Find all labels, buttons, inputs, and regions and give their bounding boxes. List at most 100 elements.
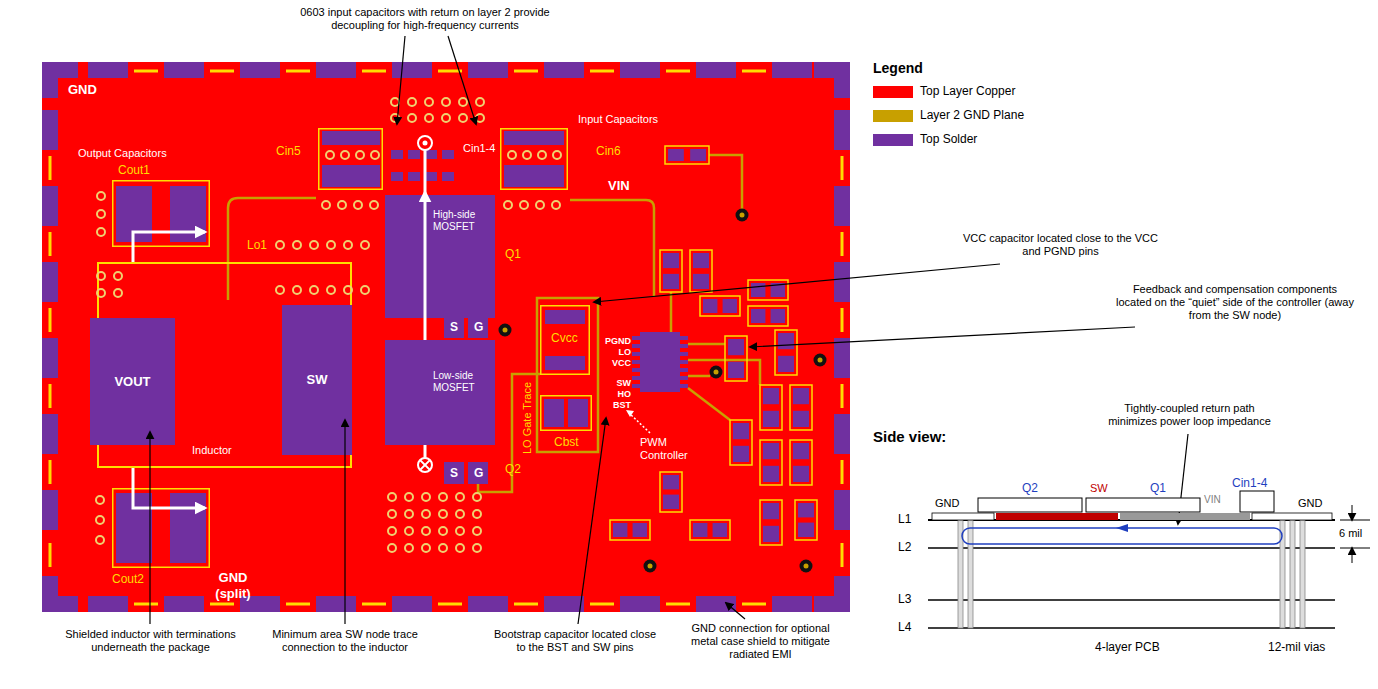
sw-copper [996,513,1118,520]
controller-pin [632,336,640,340]
pin-label: G [474,320,483,334]
via [293,241,301,249]
shield-pad [164,62,204,78]
solder-pad [763,443,779,459]
via [96,496,104,504]
via [538,151,546,159]
shield-pad [42,338,58,378]
current-in-symbol [418,458,432,472]
shield-outline [49,156,52,180]
shield-pad [42,262,58,302]
via [473,544,481,552]
component-bodies [90,129,591,568]
controller-pin [632,384,640,388]
leader-arrowhead [626,410,634,417]
large-via [644,560,657,573]
large-via-hole [818,358,823,363]
large-via [710,366,723,379]
large-via-hole [648,564,653,569]
annotations [133,36,1188,624]
solder-pad [663,495,679,509]
via [405,544,413,552]
component-footprint [790,440,812,485]
component-footprint [660,472,682,512]
solder-pad [504,131,564,145]
solder-pad [733,446,749,462]
shield-pad [696,62,736,78]
shield-pad [544,62,584,78]
shield-outline [514,70,538,73]
capacitor-0603-pad [408,150,420,159]
via [114,272,122,280]
inductor-outline: VOUTSWLo1Inductor [97,262,352,468]
controller-pin [680,368,688,372]
via [473,493,481,501]
reference-designator: Lo1 [247,238,267,252]
via [456,510,464,518]
dimension-arrow [1352,548,1353,563]
shield-outline [841,156,844,180]
pin-label: HO [601,389,631,400]
component-footprint [730,420,752,465]
component-footprint [665,146,709,164]
callout-note: GND connection for optional metal case s… [688,622,833,662]
component-footprint [748,280,788,300]
copper-pad-body [385,195,495,318]
part-label: Low-side MOSFET [433,370,491,394]
solder-pad [728,362,744,378]
caption-label: 4-layer PCB [1095,640,1160,654]
footprint-outline [501,129,568,190]
current-out-symbol [418,136,432,150]
shield-pad [834,490,850,530]
shield-pad [834,110,850,150]
callout-note: Minimum area SW node trace connection to… [265,628,425,654]
solder-pad [663,253,679,268]
footprint-outline [541,396,592,431]
pcb-layer-line [928,547,1335,549]
solder-pad [733,423,749,439]
part-label: Q2 [1022,481,1038,495]
via [405,510,413,518]
component-footprint [725,336,747,381]
solder-pad [568,399,588,427]
shield-pad [834,414,850,454]
shield-outline [210,603,234,606]
via [276,286,284,294]
via [508,151,516,159]
solder-pad [751,283,765,297]
legend-text: Layer 2 GND Plane [920,108,1024,122]
solder-pad [504,165,564,187]
leader-line [726,603,745,619]
solder-pad [793,411,809,427]
mosfet-package [978,498,1082,512]
pcb-layer-line [928,599,1335,601]
shield-corner-pad [834,62,850,98]
via [310,241,318,249]
shield-pad [42,186,58,226]
solder-pad [545,310,585,324]
controller-pin [680,344,688,348]
legend-text: Top Layer Copper [920,84,1015,98]
shield-outline [742,70,766,73]
via [422,527,430,535]
via [327,241,335,249]
group-label: Output Capacitors [78,147,167,160]
pcb-board: Cin5Cin1-4Cin6Cout1High-side MOSFETQ1VOU… [42,62,850,612]
shield-pad [834,338,850,378]
solder-pad [763,388,779,404]
gold-trace [688,360,760,385]
capacitor-0603-pad [442,150,454,159]
shield-outline [590,603,614,606]
dimension-line [1340,548,1370,549]
large-via [736,209,749,222]
solder-pad [793,466,809,482]
part-label: Q1 [1150,481,1166,495]
board-copper [42,62,850,612]
via [408,114,416,122]
shield-outline [841,384,844,408]
via [97,272,105,280]
gold-trace [709,155,742,209]
shield-pad [468,596,508,612]
shield-outline [590,70,614,73]
via [405,527,413,535]
